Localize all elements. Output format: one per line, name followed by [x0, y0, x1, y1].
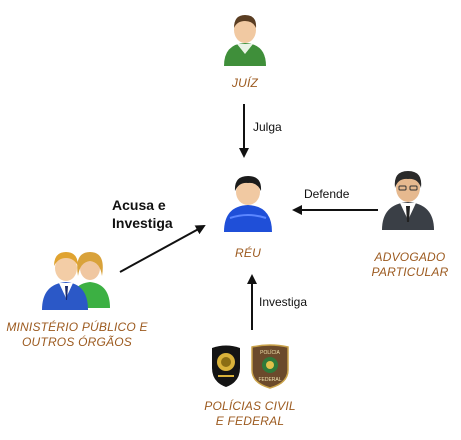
- lawyer-label-line1: ADVOGADO: [374, 250, 446, 264]
- police-label-line2: E FEDERAL: [215, 414, 285, 428]
- judge-label: JUÍZ: [231, 76, 259, 90]
- prosecutors-label-line2: OUTROS ÓRGÃOS: [22, 335, 132, 349]
- lawyer-avatar-icon: [382, 171, 434, 230]
- acusa-label: Acusa e Investiga: [112, 196, 173, 232]
- judge-avatar-icon: [224, 15, 266, 66]
- lawyer-label-line2: PARTICULAR: [371, 265, 449, 279]
- acusa-label-line2: Investiga: [112, 215, 173, 231]
- acusa-label-line1: Acusa e: [112, 197, 166, 213]
- police-badges-icon: POLÍCIA FEDERAL: [212, 344, 289, 389]
- arrow-prosecutor-to-defendant: [119, 225, 206, 273]
- federal-badge-bottom-text: FEDERAL: [258, 377, 281, 383]
- defende-label: Defende: [304, 187, 350, 201]
- federal-badge-top-text: POLÍCIA: [260, 349, 280, 356]
- defendant-label: RÉU: [235, 246, 261, 260]
- prosecutors-group-icon: [42, 252, 110, 310]
- federal-police-badge-icon: POLÍCIA FEDERAL: [251, 344, 289, 389]
- lawyer-label: ADVOGADO PARTICULAR: [362, 250, 458, 280]
- civil-police-badge-icon: [212, 345, 240, 387]
- investiga-label: Investiga: [259, 295, 308, 309]
- julga-label: Julga: [253, 120, 282, 134]
- police-label-line1: POLÍCIAS CIVIL: [204, 399, 296, 413]
- defendant-avatar-icon: [224, 176, 272, 232]
- police-label: POLÍCIAS CIVIL E FEDERAL: [185, 399, 315, 429]
- prosecutors-label-line1: MINISTÉRIO PÚBLICO E: [6, 320, 148, 334]
- prosecutors-label: MINISTÉRIO PÚBLICO E OUTROS ÓRGÃOS: [2, 320, 152, 350]
